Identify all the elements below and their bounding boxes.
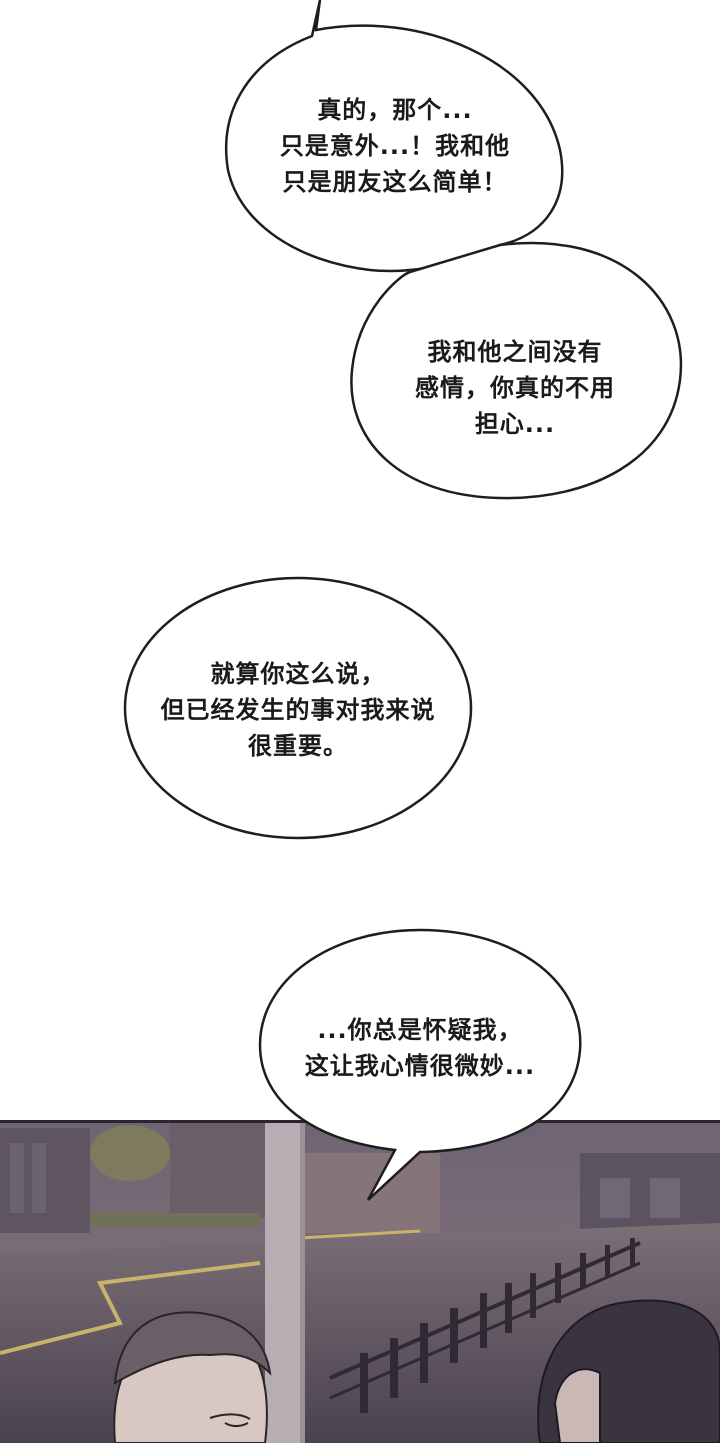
speech-bubble-4 bbox=[258, 928, 582, 1201]
street-scene-illustration bbox=[0, 1123, 720, 1443]
tree-icon bbox=[90, 1125, 170, 1181]
building-center bbox=[170, 1123, 280, 1218]
bubble-3-line-1: 就算你这么说， bbox=[210, 660, 386, 688]
bubble-1-line-3: 只是朋友这么简单！ bbox=[282, 168, 508, 196]
bubble-2-line-1: 我和他之间没有 bbox=[427, 338, 603, 366]
speech-bubble-2-text: 我和他之间没有 感情，你真的不用 担心... bbox=[380, 334, 650, 442]
comic-panel-scene bbox=[0, 1120, 720, 1443]
speech-bubble-2 bbox=[350, 241, 683, 500]
street-lamp-post bbox=[265, 1123, 305, 1443]
road-marking bbox=[0, 1261, 261, 1355]
character-right-head bbox=[537, 1299, 720, 1443]
bubble-4-line-1: ...你总是怀疑我， bbox=[317, 1016, 523, 1044]
bubble-3-line-3: 很重要。 bbox=[248, 732, 348, 760]
character-left-head bbox=[113, 1311, 272, 1443]
bubble-2-line-3: 担心... bbox=[474, 410, 556, 438]
speech-bubble-1-text: 真的，那个... 只是意外...！我和他 只是朋友这么简单！ bbox=[250, 92, 540, 200]
bubble-4-line-2: 这让我心情很微妙... bbox=[304, 1052, 536, 1080]
building-back bbox=[300, 1153, 440, 1233]
bubble-2-line-2: 感情，你真的不用 bbox=[415, 374, 615, 402]
speech-bubble-4-text: ...你总是怀疑我， 这让我心情很微妙... bbox=[275, 1012, 565, 1084]
roadside-fence bbox=[329, 1238, 641, 1413]
speech-bubble-3 bbox=[123, 576, 473, 840]
bubble-1-line-1: 真的，那个... bbox=[317, 96, 473, 124]
speech-bubble-3-text: 就算你这么说， 但已经发生的事对我来说 很重要。 bbox=[128, 656, 468, 764]
bubble-3-line-2: 但已经发生的事对我来说 bbox=[160, 696, 436, 724]
bubble-1-line-2: 只是意外...！我和他 bbox=[279, 132, 511, 160]
